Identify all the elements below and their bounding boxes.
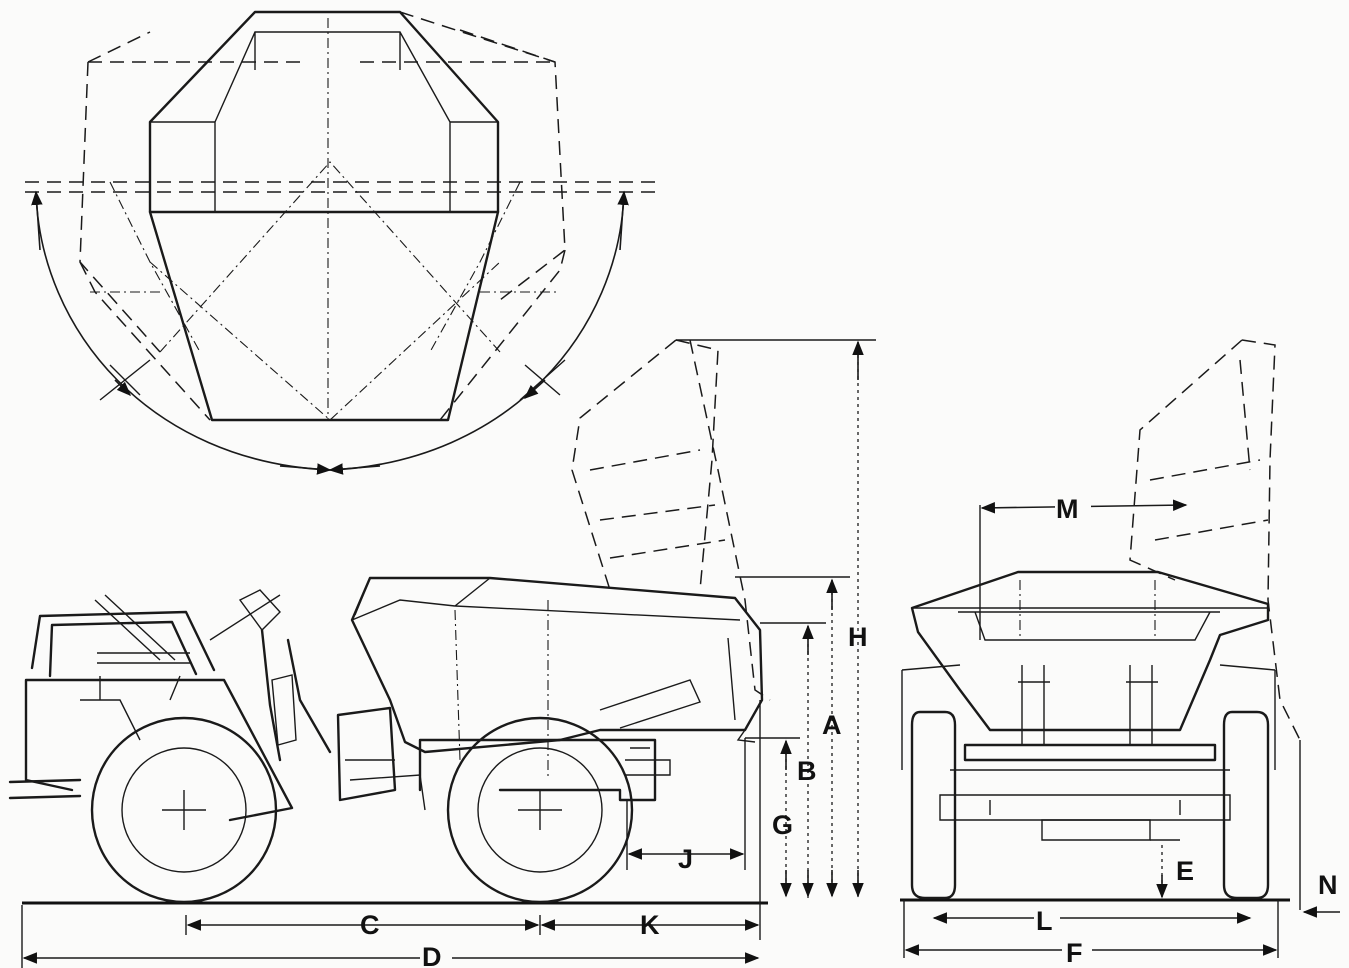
label-n: N <box>1318 870 1338 900</box>
label-b: B <box>797 756 817 786</box>
label-l: L <box>1036 906 1053 936</box>
label-c: C <box>360 910 380 940</box>
label-d: D <box>422 942 442 968</box>
label-h: H <box>848 622 868 652</box>
dumper-rear-view <box>901 339 1301 900</box>
dimension-labels: H A B G J C K D M E L F N <box>360 490 1338 968</box>
bucket-slew-view <box>25 10 655 475</box>
label-a: A <box>822 710 842 740</box>
label-g: G <box>772 810 793 840</box>
label-m: M <box>1056 494 1079 524</box>
dumper-side-view <box>8 339 771 904</box>
label-k: K <box>640 910 660 940</box>
label-j: J <box>678 844 693 874</box>
label-f: F <box>1066 938 1083 968</box>
dimension-lines <box>21 339 1340 968</box>
label-e: E <box>1176 856 1194 886</box>
